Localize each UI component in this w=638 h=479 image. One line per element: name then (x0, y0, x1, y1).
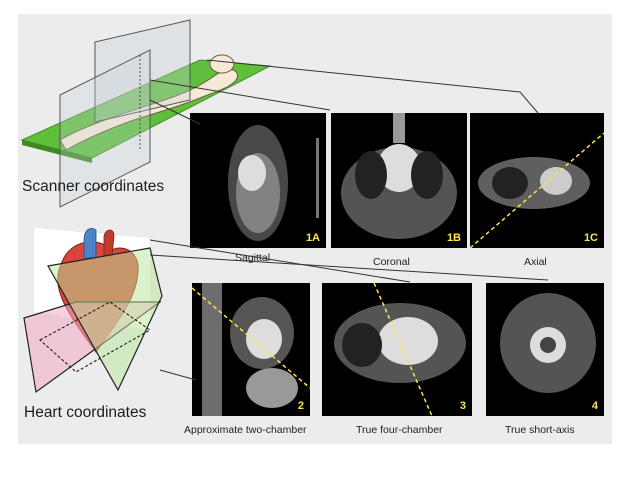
panel-tag-1c: 1C (583, 232, 598, 244)
scanner-table-edge (22, 140, 92, 163)
mri-panel-1b: 1B (331, 113, 467, 248)
panel-tag-1a: 1A (305, 232, 320, 244)
caption-four-chamber: True four-chamber (356, 424, 443, 436)
mri-panel-1c: 1C (470, 113, 604, 248)
panel-tag-4: 4 (591, 400, 598, 412)
mri-panel-3: 3 (322, 283, 472, 416)
plane-coronal (59, 49, 151, 208)
caption-sagittal: Sagittal (235, 252, 271, 264)
heart-vessel-red (103, 229, 115, 257)
mri-panel-4: 4 (486, 283, 604, 416)
scanner-coordinates-label: Scanner coordinates (22, 178, 165, 195)
panel-tag-2: 2 (297, 400, 304, 412)
plane-green (47, 247, 163, 392)
panel-tag-1b: 1B (446, 232, 461, 244)
caption-short-axis: True short-axis (505, 424, 575, 436)
caption-two-chamber: Approximate two-chamber (184, 424, 307, 436)
mri-panel-2: 2 (192, 283, 310, 416)
heart-vessel-blue (83, 228, 97, 259)
caption-coronal: Coronal (373, 256, 410, 268)
mri-panel-1a: 1A (190, 113, 326, 248)
heart-coordinates-label: Heart coordinates (24, 404, 147, 421)
caption-axial: Axial (524, 256, 547, 268)
panel-tag-3: 3 (459, 400, 466, 412)
